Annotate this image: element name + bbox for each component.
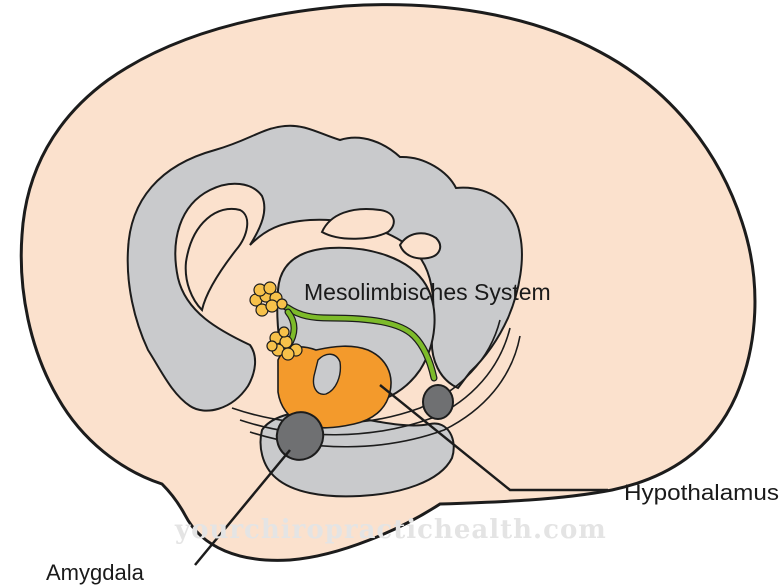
hypothalamus-node [422, 384, 454, 420]
orange-notch [312, 353, 342, 395]
cluster-lower [266, 326, 303, 361]
watermark: yourchiropractichealth.com [174, 515, 607, 545]
label-amygdala: Amygdala [46, 560, 145, 585]
cluster-upper [249, 281, 288, 317]
arch-window-3 [184, 207, 249, 312]
arch-window-2 [398, 232, 442, 260]
hypothalamus-leader [379, 384, 608, 492]
label-mesolimbic-system: Mesolimbisches System [304, 279, 551, 305]
green-pathway-fill [265, 295, 437, 381]
arch-window-1 [320, 208, 395, 240]
amygdala-leader [194, 449, 291, 566]
label-hypothalamus: Hypothalamus [624, 480, 779, 505]
amygdala-node [275, 411, 325, 461]
